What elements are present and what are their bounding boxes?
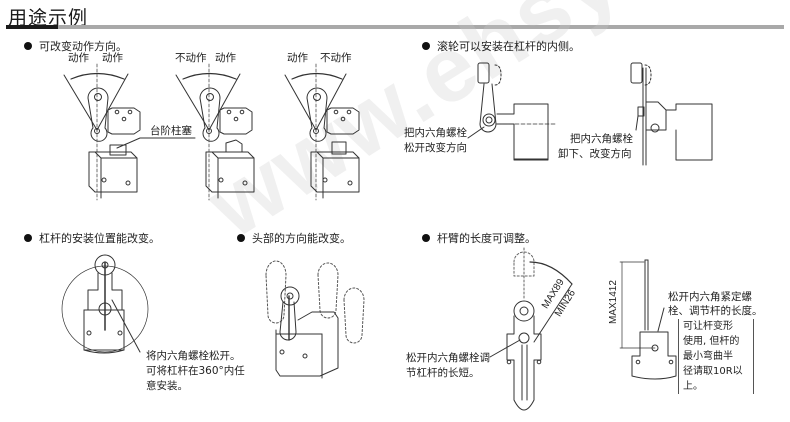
switch-figure-1 [63,63,141,201]
roller-callout-right-line1: 把内六角螺栓 [570,133,633,145]
head-direction-figure [265,260,365,379]
note-line: 上。 [683,381,703,392]
roller-callout-right-line2: 卸下、改变方向 [558,148,632,160]
section-heading-text: 头部的方向能改变。 [252,232,351,245]
note-line: 径请取10R以 [683,366,743,377]
section-heading-roller: 滚轮可以安装在杠杆的内侧。 [422,38,580,54]
fig1-right-label: 动作 [102,52,123,64]
roller-inside-figure-1 [467,62,556,161]
fig1-left-label: 动作 [68,52,89,64]
rod-bend-note: 可让杆变形 使用, 但杆的 最小弯曲半 径请取10R以 上。 [678,319,754,394]
bullet-dot-icon [422,42,430,50]
bullet-dot-icon [24,234,32,242]
fig2-left-label: 不动作 [175,52,207,64]
plunger-label: 台阶柱塞 [150,125,192,137]
bullet-dot-icon [237,234,245,242]
rod-callout-line2: 栓、调节杆的长度。 [668,305,763,317]
section-heading-text: 杆臂的长度可调整。 [437,232,536,245]
lever-360-figure [61,254,149,354]
lever-360-line1: 将内六角螺栓松开。 [146,350,241,362]
arm-length-callout-line2: 节杠杆的长短。 [406,367,480,379]
lever-360-line3: 意安装。 [146,380,188,392]
dim-rod-label: MAX1412 [608,280,619,324]
roller-callout-left-line1: 把内六角螺栓 [404,127,467,139]
section-heading-text: 杠杆的安装位置能改变。 [39,232,160,245]
fig3-left-label: 动作 [287,52,308,64]
rod-callout-line1: 松开内六角紧定螺 [668,291,752,303]
bullet-dot-icon [422,234,430,242]
section-heading-head-direction: 头部的方向能改变。 [237,230,351,246]
roller-callout-left-line2: 松开改变方向 [404,142,467,154]
section-heading-lever-position: 杠杆的安装位置能改变。 [24,230,160,246]
section-heading-text: 滚轮可以安装在杠杆的内侧。 [437,40,580,53]
plunger-callout-line [116,137,196,149]
note-line: 可让杆变形 [683,321,733,332]
page-title: 用途示例 [8,7,89,29]
switch-figure-2 [175,63,255,201]
arm-length-figure [489,247,573,411]
rod-length-figure [619,259,677,380]
title-underline-accent [6,25,58,29]
section-heading-text: 可改变动作方向。 [39,40,127,53]
lever-360-line2: 可将杠杆在360°内任 [146,365,245,377]
section-heading-arm-length: 杆臂的长度可调整。 [422,230,536,246]
note-line: 最小弯曲半 [683,351,733,362]
title-underline [6,25,784,29]
roller-inside-figure-2 [630,62,713,166]
bullet-dot-icon [24,42,32,50]
fig2-right-label: 动作 [215,52,236,64]
arm-length-callout-line1: 松开内六角螺栓调 [406,352,490,364]
fig3-right-label: 不动作 [320,52,352,64]
note-line: 使用, 但杆的 [683,336,740,347]
switch-figure-3 [284,63,360,201]
section-heading-direction: 可改变动作方向。 [24,38,127,54]
